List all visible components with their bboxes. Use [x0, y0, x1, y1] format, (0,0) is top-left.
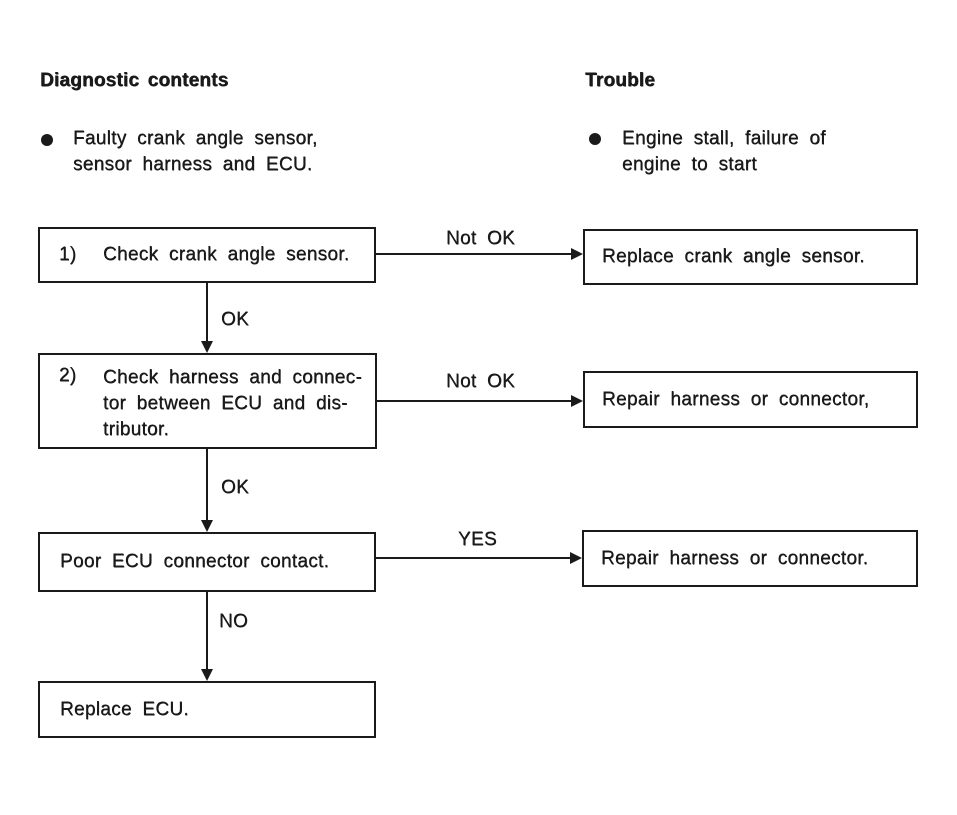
- arrowhead-down-icon: [201, 341, 213, 353]
- edge-label-ok-1: OK: [221, 309, 250, 330]
- result3-box: Repair harness or connector.: [582, 530, 918, 587]
- edge-label-not-ok-2: Not OK: [446, 371, 516, 392]
- diagnostic-item-line: Faulty crank angle sensor,: [73, 128, 318, 149]
- arrow-connector-ok-1: [201, 283, 213, 353]
- arrow-connector-not-ok-1: [376, 248, 583, 260]
- result3-text: Repair harness or connector.: [601, 547, 869, 569]
- diagnostic-contents-heading: Diagnostic contents: [40, 70, 229, 91]
- trouble-item-line: Engine stall, failure of: [622, 128, 826, 149]
- step2-box: 2) Check harness and connec- tor between…: [38, 353, 377, 449]
- edge-label-not-ok-1: Not OK: [446, 228, 516, 249]
- result1-text: Replace crank angle sensor.: [602, 246, 865, 267]
- bullet-icon: [589, 133, 601, 145]
- step2-text-line: tributor.: [103, 419, 170, 440]
- arrow-connector-yes: [376, 552, 582, 564]
- trouble-item-line: engine to start: [622, 154, 757, 175]
- diagnostic-item-line: sensor harness and ECU.: [73, 154, 313, 175]
- trouble-heading: Trouble: [585, 70, 656, 91]
- edge-label-no: NO: [219, 611, 249, 632]
- step4-text: Replace ECU.: [60, 698, 189, 720]
- step3-text: Poor ECU connector contact.: [60, 551, 330, 572]
- arrowhead-right-icon: [571, 248, 583, 260]
- step1-box: 1) Check crank angle sensor.: [38, 227, 376, 283]
- arrowhead-down-icon: [201, 669, 213, 681]
- step1-text: Check crank angle sensor.: [103, 244, 350, 265]
- arrowhead-right-icon: [570, 552, 582, 564]
- step3-box: Poor ECU connector contact.: [38, 532, 376, 592]
- arrowhead-right-icon: [571, 395, 583, 407]
- step4-box: Replace ECU.: [38, 681, 376, 738]
- result2-text: Repair harness or connector,: [602, 388, 870, 410]
- step1-number: 1): [59, 244, 77, 265]
- arrow-connector-no: [201, 592, 213, 681]
- diagnostic-contents-item: Faulty crank angle sensor, sensor harnes…: [73, 126, 318, 178]
- result2-box: Repair harness or connector,: [583, 371, 918, 428]
- step2-text: Check harness and connec- tor between EC…: [103, 365, 362, 443]
- step2-text-line: Check harness and connec-: [103, 367, 363, 388]
- bullet-icon: [41, 134, 53, 146]
- edge-label-ok-2: OK: [221, 477, 250, 498]
- trouble-item: Engine stall, failure of engine to start: [622, 126, 826, 178]
- arrow-connector-ok-2: [201, 449, 213, 532]
- result1-box: Replace crank angle sensor.: [583, 229, 918, 285]
- step2-number: 2): [59, 365, 77, 386]
- arrow-connector-not-ok-2: [377, 395, 583, 407]
- edge-label-yes: YES: [458, 529, 497, 550]
- step2-text-line: tor between ECU and dis-: [103, 393, 348, 414]
- arrowhead-down-icon: [201, 520, 213, 532]
